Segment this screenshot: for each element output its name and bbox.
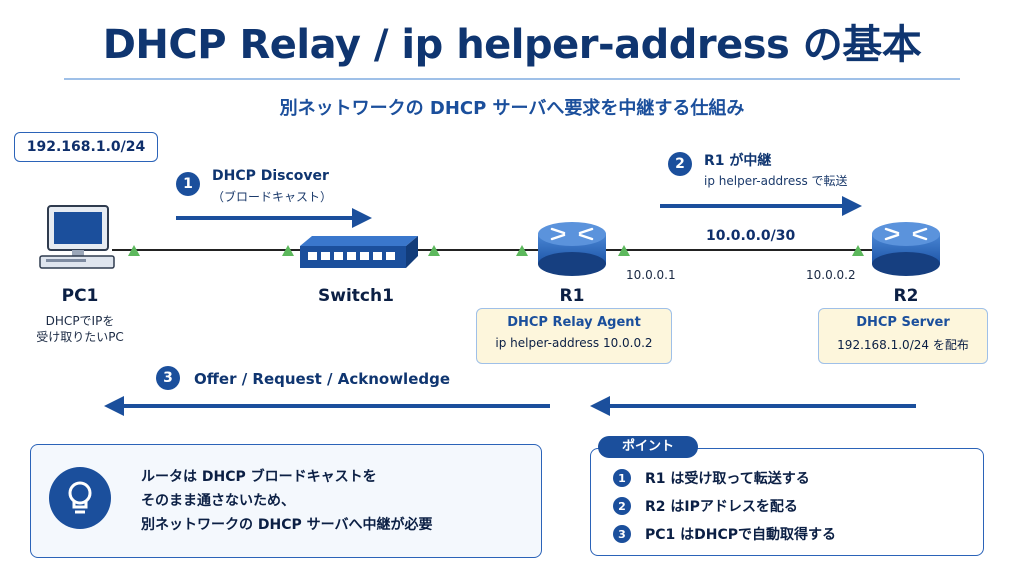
step-1-title: DHCP Discover — [212, 168, 329, 184]
r1-role-detail: ip helper-address 10.0.0.2 — [495, 336, 653, 350]
points-heading: ポイント — [598, 436, 698, 458]
pc1-description-line2: 受け取りたいPC — [36, 330, 124, 344]
r2-label: R2 — [893, 286, 919, 306]
points-box: 1 R1 は受け取って転送する 2 R2 はIPアドレスを配る 3 PC1 はD… — [590, 448, 984, 556]
page-title: DHCP Relay / ip helper-address の基本 — [102, 22, 922, 68]
r1-role-box: DHCP Relay Agent ip helper-address 10.0.… — [476, 308, 672, 364]
network-left-label: 192.168.1.0/24 — [14, 132, 158, 162]
pc1-label: PC1 — [61, 286, 99, 306]
note-text: ルータは DHCP ブロードキャストを そのまま通さないため、 別ネットワークの… — [141, 465, 531, 537]
r2-router-icon — [872, 222, 940, 276]
point-item: 1 R1 は受け取って転送する — [613, 467, 810, 489]
link-lights — [128, 245, 864, 256]
r1-ip-label: 10.0.0.1 — [626, 268, 676, 282]
link-light — [428, 245, 440, 256]
network-link-label: 10.0.0.0/30 — [706, 228, 796, 244]
step-3-title: Offer / Request / Acknowledge — [194, 370, 451, 388]
note-line: そのまま通さないため、 — [141, 493, 295, 509]
link-light — [618, 245, 630, 256]
link-light — [852, 245, 864, 256]
step-2-subtitle: ip helper-address で転送 — [704, 174, 848, 188]
r2-role-detail: 192.168.1.0/24 を配布 — [837, 338, 969, 352]
point-item: 2 R2 はIPアドレスを配る — [613, 495, 798, 517]
step-3-badge: 3 — [156, 366, 180, 390]
note-line: ルータは DHCP ブロードキャストを — [141, 469, 377, 485]
page-subtitle: 別ネットワークの DHCP サーバへ要求を中継する仕組み — [279, 98, 745, 119]
point-number: 3 — [613, 525, 631, 543]
point-item: 3 PC1 はDHCPで自動取得する — [613, 523, 836, 545]
switch1-icon — [300, 236, 418, 268]
pc1-description-line1: DHCPでIPを — [45, 314, 115, 328]
step-1-badge: 1 — [176, 172, 200, 196]
point-number: 1 — [613, 469, 631, 487]
r2-ip-label: 10.0.0.2 — [806, 268, 856, 282]
link-light — [282, 245, 294, 256]
point-number: 2 — [613, 497, 631, 515]
step-2-badge: 2 — [668, 152, 692, 176]
r2-role-title: DHCP Server — [856, 315, 950, 330]
point-text: R1 は受け取って転送する — [645, 471, 810, 487]
point-text: PC1 はDHCPで自動取得する — [645, 527, 837, 543]
r2-role-box: DHCP Server 192.168.1.0/24 を配布 — [818, 308, 988, 364]
link-light — [128, 245, 140, 256]
switch1-label: Switch1 — [318, 286, 394, 306]
title-divider — [64, 78, 960, 80]
step-2-title: R1 が中継 — [704, 153, 772, 169]
lightbulb-icon — [49, 467, 111, 529]
point-text: R2 はIPアドレスを配る — [645, 499, 798, 515]
r1-router-icon — [538, 222, 606, 276]
note-line: 別ネットワークの DHCP サーバへ中継が必要 — [141, 517, 433, 533]
note-box: ルータは DHCP ブロードキャストを そのまま通さないため、 別ネットワークの… — [30, 444, 542, 558]
pc1-computer-icon — [39, 205, 115, 269]
r1-label: R1 — [559, 286, 585, 306]
link-light — [516, 245, 528, 256]
step-1-subtitle: （ブロードキャスト） — [212, 190, 333, 204]
r1-role-title: DHCP Relay Agent — [507, 315, 641, 330]
